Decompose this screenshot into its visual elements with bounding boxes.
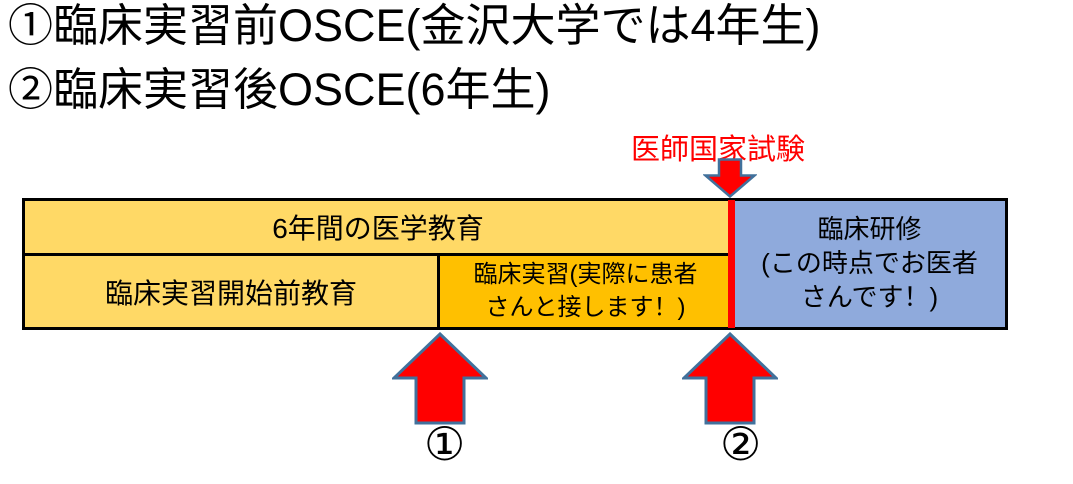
cell-residency: 臨床研修 (この時点でお医者 さんです！) (731, 198, 1008, 330)
exam-down-arrow-icon (703, 158, 757, 198)
marker-circle-2: ② (720, 418, 762, 470)
osce1-up-arrow-icon (392, 332, 488, 425)
heading-osce-post: ②臨床実習後OSCE(6年生) (8, 64, 551, 115)
cell-clinical-training: 臨床実習(実際に患者 さんと接します！) (437, 253, 734, 330)
heading-osce-pre: ①臨床実習前OSCE(金沢大学では4年生) (8, 0, 821, 51)
exam-timing-divider (728, 200, 735, 328)
cell-medical-education: 6年間の医学教育 (22, 198, 734, 256)
osce2-up-arrow-icon (682, 332, 778, 425)
cell-pre-clinical-education: 臨床実習開始前教育 (22, 253, 440, 330)
marker-circle-1: ① (424, 418, 466, 470)
